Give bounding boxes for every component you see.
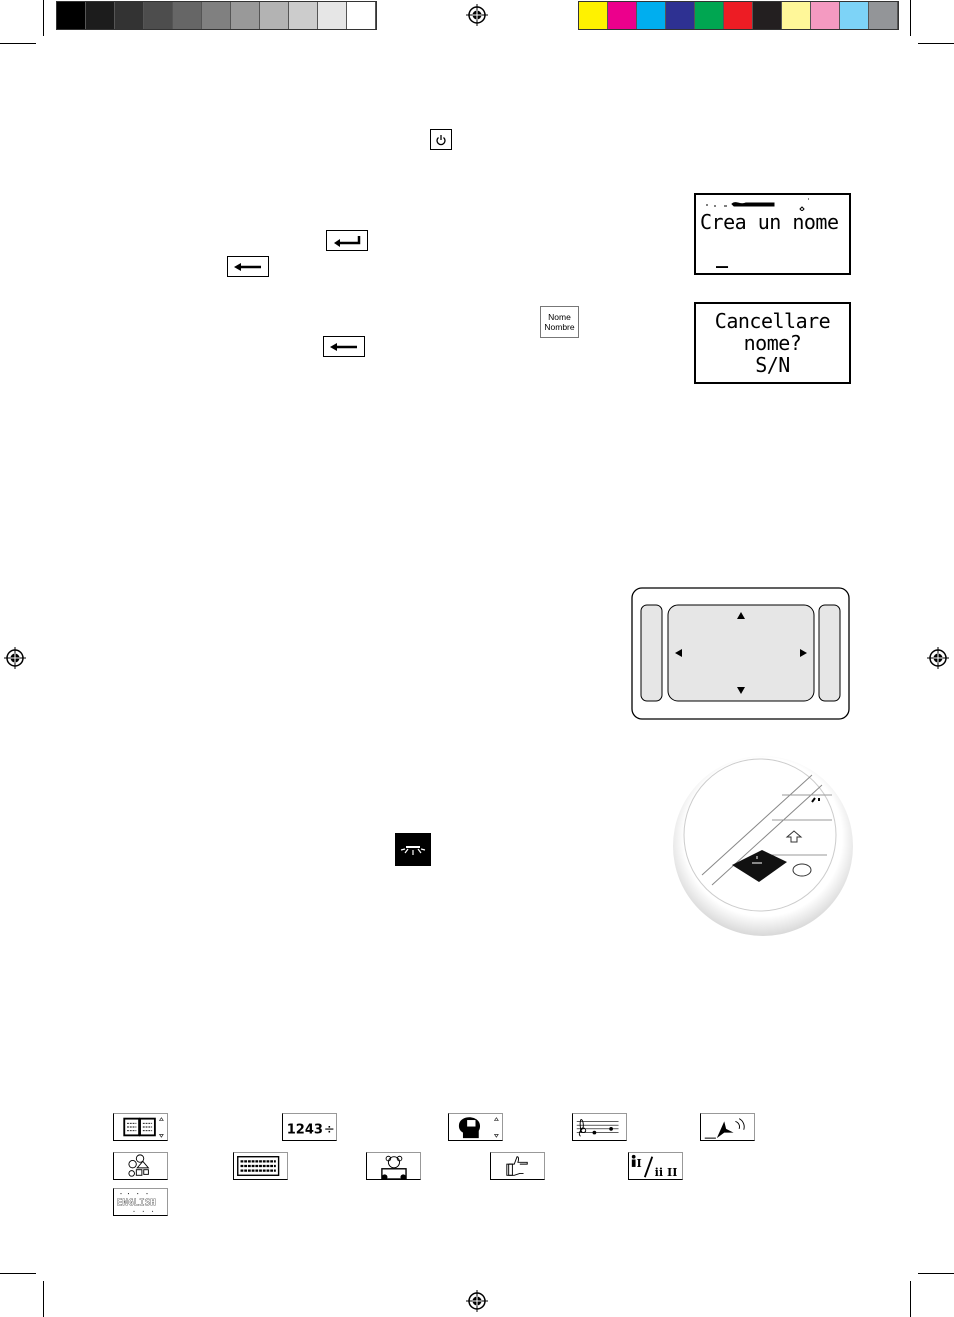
name-key: Nome Nombre — [540, 306, 579, 338]
name-key-label-es: Nombre — [544, 322, 575, 332]
lcd-text: Crea un nome — [700, 210, 839, 234]
color-calibration-bar — [578, 1, 899, 30]
color-swatch — [811, 2, 840, 29]
color-swatch — [666, 2, 695, 29]
backlight-key — [395, 833, 431, 866]
activity-icon-keyboard — [233, 1152, 288, 1180]
players-icon: Iii II — [631, 1154, 677, 1179]
color-swatch — [637, 2, 666, 29]
color-swatch — [173, 2, 202, 29]
plane-icon — [704, 1118, 745, 1139]
activity-icon-brain — [448, 1113, 503, 1141]
lcd-text: nome? — [743, 331, 802, 355]
color-swatch — [289, 2, 318, 29]
color-swatch — [840, 2, 869, 29]
color-swatch — [347, 2, 376, 29]
lcd-text: Cancellare — [714, 309, 831, 333]
crop-mark — [43, 1281, 44, 1317]
color-swatch — [608, 2, 637, 29]
registration-mark-icon — [466, 4, 488, 26]
lcd-text: S/N — [755, 353, 790, 377]
svg-text:Iii II: Iii II — [636, 1157, 677, 1179]
backspace-arrow-icon — [234, 262, 261, 271]
keyboard-closeup-illustration — [673, 756, 853, 936]
color-swatch — [695, 2, 724, 29]
backspace-arrow-icon — [330, 342, 357, 351]
svg-text:1243÷: 1243÷ — [287, 1123, 335, 1138]
crop-mark — [0, 43, 36, 44]
activity-icon-english: ENGLISH — [113, 1188, 168, 1216]
thumbs-up-icon — [506, 1156, 528, 1176]
color-swatch — [86, 2, 115, 29]
name-key-label-it: Nome — [548, 312, 571, 322]
activity-icon-players: Iii II — [628, 1152, 683, 1180]
registration-mark-icon — [466, 1290, 488, 1312]
crop-mark — [910, 0, 911, 36]
lcd-cursor: _ — [716, 244, 728, 268]
music-icon — [576, 1119, 619, 1137]
numbers-icon: 1243÷ — [287, 1123, 335, 1138]
keyboard-icon — [237, 1156, 280, 1176]
color-swatch — [260, 2, 289, 29]
color-swatch — [202, 2, 231, 29]
registration-mark-icon — [927, 647, 949, 669]
color-swatch — [144, 2, 173, 29]
color-swatch — [782, 2, 811, 29]
gray-calibration-bar — [56, 1, 377, 30]
color-swatch — [579, 2, 608, 29]
color-swatch — [724, 2, 753, 29]
activity-icon-shapes — [113, 1152, 168, 1180]
color-swatch — [115, 2, 144, 29]
svg-text:ENGLISH: ENGLISH — [117, 1198, 156, 1209]
activity-icon-thumbs-up — [490, 1152, 545, 1180]
enter-key — [326, 230, 368, 251]
english-icon: ENGLISH — [117, 1193, 156, 1212]
backspace-key — [323, 336, 365, 357]
book-icon — [123, 1117, 164, 1138]
color-swatch — [753, 2, 782, 29]
activity-icon-plane — [700, 1113, 755, 1141]
crop-mark — [0, 1273, 36, 1274]
power-key — [430, 129, 452, 150]
shapes-icon — [128, 1154, 150, 1177]
teddy-bear-icon — [381, 1155, 407, 1180]
activity-icon-music — [572, 1113, 627, 1141]
color-swatch — [869, 2, 898, 29]
power-icon — [436, 134, 446, 145]
crop-mark — [918, 43, 954, 44]
enter-icon — [334, 235, 361, 247]
color-swatch — [318, 2, 347, 29]
registration-mark-icon — [4, 647, 26, 669]
color-swatch — [57, 2, 86, 29]
backspace-key — [227, 256, 269, 277]
crop-mark — [910, 1281, 911, 1317]
color-swatch — [231, 2, 260, 29]
activity-icon-teddy-bear — [366, 1152, 421, 1180]
pen-graphic-icon — [706, 198, 809, 211]
activity-icon-book — [113, 1113, 168, 1141]
brain-icon — [458, 1117, 499, 1139]
crop-mark — [918, 1273, 954, 1274]
activity-icon-numbers: 1243÷ — [282, 1113, 337, 1141]
light-icon — [400, 846, 426, 855]
lcd-create-name: Crea un nome _ — [694, 193, 851, 275]
crop-mark — [43, 0, 44, 36]
directional-pad-illustration — [631, 587, 850, 720]
lcd-delete-name: Cancellare nome? S/N — [694, 302, 851, 384]
